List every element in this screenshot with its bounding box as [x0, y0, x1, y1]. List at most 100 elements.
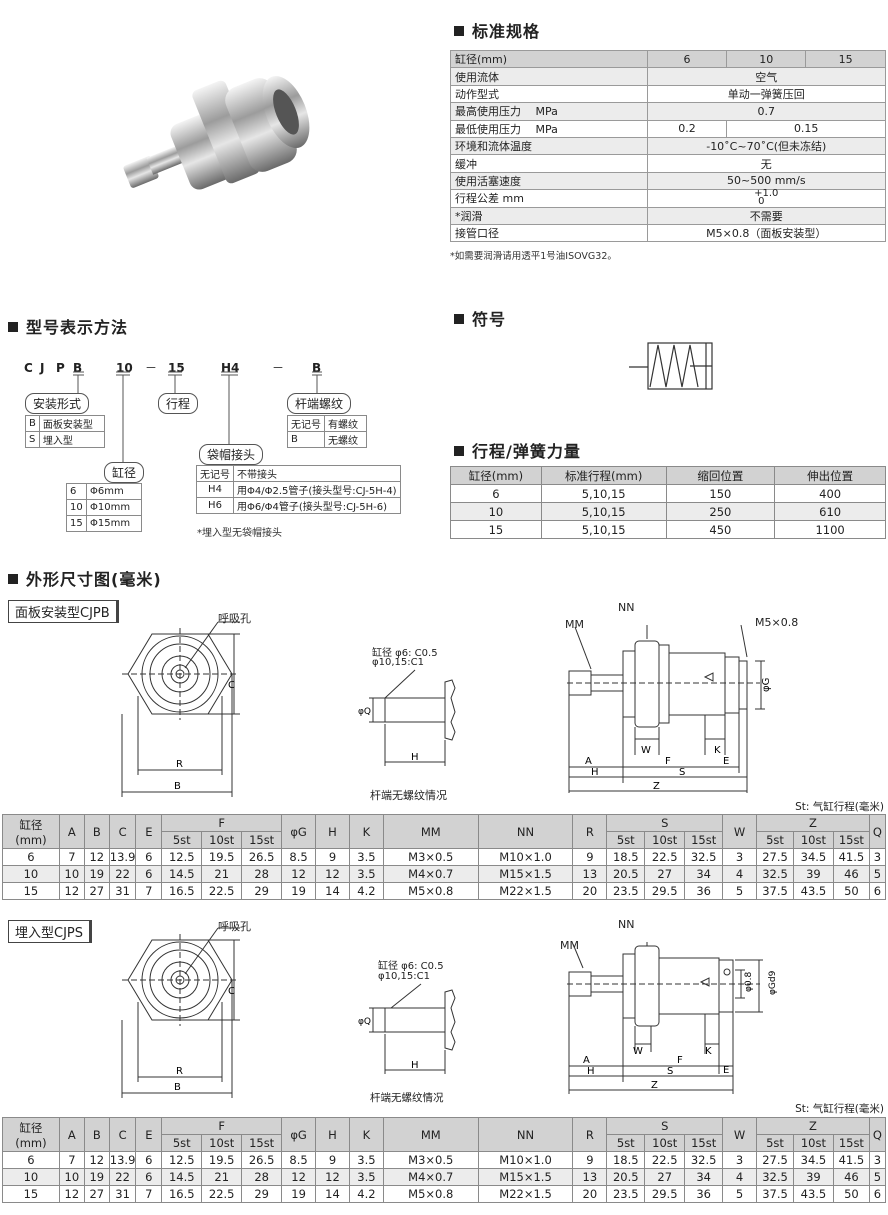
spec-row: 使用流体空气 [450, 67, 887, 86]
dim-cell: 43.5 [792, 882, 834, 900]
dim-cell: 9 [572, 1151, 608, 1169]
dim-cell: 27 [644, 1168, 686, 1186]
dim-header-cell: 10st [644, 1134, 686, 1152]
dim-cell: 31 [108, 882, 137, 900]
dim-header-cell: E [135, 1117, 163, 1152]
tolerance-top: +1.0 [754, 188, 779, 200]
dim-header-cell: 15st [832, 1134, 870, 1152]
dim-cell: 12 [83, 1151, 110, 1169]
spec-value: 50~500 mm/s [646, 171, 887, 191]
rod-note: 杆端无螺纹情况 [370, 1092, 444, 1104]
dim-cell: 20 [572, 1185, 608, 1203]
tolerance-bottom: 0 [758, 196, 765, 208]
dim-label: K [714, 745, 721, 756]
dim-header-cell: 5st [161, 1134, 203, 1152]
dim-cell: 4.2 [348, 882, 384, 900]
dims-title: 外形尺寸图(毫米) [8, 566, 162, 590]
mm-label: MM [560, 939, 579, 952]
dim-cell: 3.5 [348, 848, 384, 866]
dim-cell: 50 [832, 1185, 870, 1203]
dim-header-cell: 10st [201, 831, 243, 849]
spec-label: 环境和流体温度 [450, 136, 648, 156]
dim-cell: 22 [108, 1168, 137, 1186]
bore-label: 缸径 [104, 462, 145, 483]
dim-header-cell: B [83, 814, 110, 849]
dim-label: Z [651, 1080, 658, 1091]
dim-header-cell: 10st [792, 831, 834, 849]
dim-cell: 13.9 [108, 1151, 137, 1169]
dim-cell: 15 [2, 882, 60, 900]
spring-cell: 5,10,15 [540, 520, 667, 539]
option-desc: 有螺纹 [324, 415, 367, 432]
option-code: B [287, 431, 325, 448]
code-letter: B [312, 361, 322, 375]
dim-cell: 41.5 [832, 848, 870, 866]
dim-cell: M5×0.8 [382, 882, 479, 900]
dim-cell: M22×1.5 [477, 882, 574, 900]
dim-header-cell: φG [281, 814, 317, 849]
dim-cell: 10 [2, 1168, 60, 1186]
dim-cell: 20 [572, 882, 608, 900]
dim-cell: 27.5 [756, 848, 794, 866]
spec-header-cell: 缸径(mm) [450, 49, 648, 69]
dim-cell: 19 [83, 865, 110, 883]
spec-value: 0.2 [646, 119, 728, 138]
dim-cell: 5 [722, 882, 758, 900]
spec-header-cell: 10 [726, 49, 807, 69]
spec-label: 动作型式 [450, 84, 648, 104]
dim-label: H [411, 752, 419, 763]
dim-header-cell: A [58, 814, 85, 849]
dim-cell: 36 [684, 882, 724, 900]
spec-value: 空气 [646, 67, 887, 86]
dim-header-cell: 10st [201, 1134, 243, 1152]
dim-cell: 3.5 [348, 1168, 384, 1186]
spec-header-row: 缸径(mm) 6 10 15 [450, 49, 886, 69]
dim-label: W [633, 1046, 643, 1057]
dim-label: φQ [358, 1017, 371, 1027]
spring-cell: 10 [450, 502, 542, 521]
stroke-note: St: 气缸行程(毫米) [795, 801, 884, 813]
dim-cell: 29 [241, 882, 283, 900]
dim-cell: 20.5 [606, 865, 646, 883]
cjpb-side-view: φG W K A F E H S Z [567, 625, 772, 793]
dim-cell: 22.5 [201, 882, 243, 900]
dim-header-cell: C [108, 1117, 137, 1152]
nut-note: *埋入型无袋帽接头 [197, 528, 282, 539]
code-connector-lines [73, 371, 322, 462]
code-dash: － [145, 361, 158, 375]
dim-cell: 14.5 [161, 865, 203, 883]
cjpb-front-view: C R B [121, 621, 240, 797]
dim-cell: 10 [58, 865, 85, 883]
option-code: 6 [66, 483, 87, 500]
dim-header-cell: 15st [684, 1134, 724, 1152]
dim-cell: M10×1.0 [477, 848, 574, 866]
dim-cell: M3×0.5 [382, 848, 479, 866]
option-code: 10 [66, 499, 87, 516]
dim-cell: 16.5 [161, 1185, 203, 1203]
dim-cell: 4 [722, 865, 758, 883]
dim-header-cell: 缸径(mm) [2, 1117, 60, 1152]
option-code: S [25, 431, 40, 448]
dim-label: φQ [358, 707, 371, 717]
dim-cell: 4.2 [348, 1185, 384, 1203]
dim-cell: M10×1.0 [477, 1151, 574, 1169]
spec-value: 无 [646, 154, 887, 173]
dim-cell: M5×0.8 [382, 1185, 479, 1203]
dim-label: φ0.8 [744, 971, 754, 992]
dim-header-cell: C [108, 814, 137, 849]
dim-header-cell: 5st [756, 831, 794, 849]
dim-cell: 8.5 [281, 848, 317, 866]
option-code: H4 [196, 481, 234, 498]
rod-note: 杆端无螺纹情况 [370, 789, 447, 802]
dim-cell: M4×0.7 [382, 865, 479, 883]
dim-cell: 27 [83, 1185, 110, 1203]
spring-cell: 450 [665, 520, 776, 539]
dim-label: C [228, 986, 235, 997]
option-desc: Φ10mm [86, 499, 142, 516]
dim-cell: 23.5 [606, 882, 646, 900]
dim-cell: 31 [108, 1185, 137, 1203]
